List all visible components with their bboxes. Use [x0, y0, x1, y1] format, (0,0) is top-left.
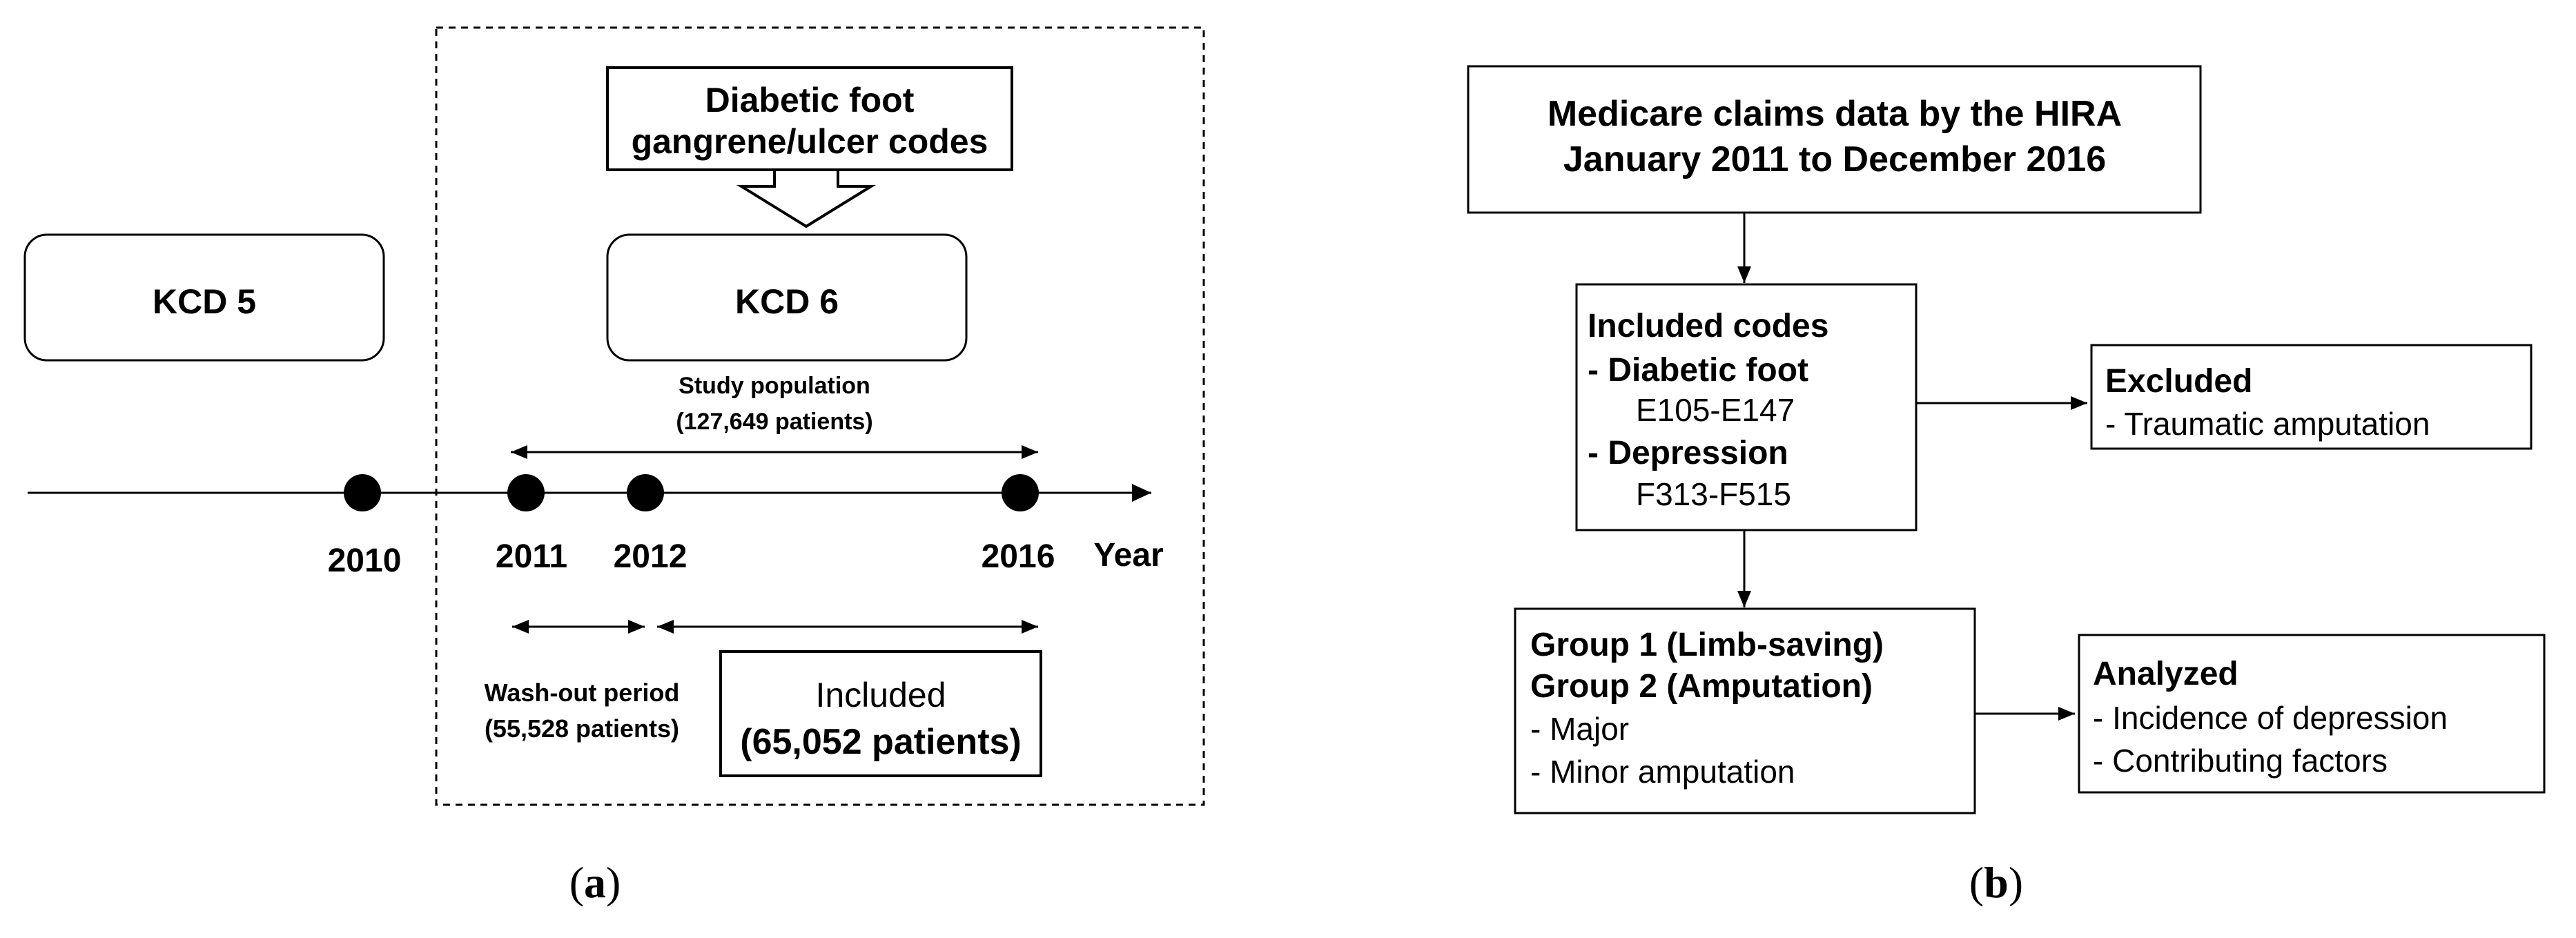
caption-a: (a) [569, 858, 621, 907]
included-label: Included [815, 676, 946, 714]
excluded-title: Excluded [2105, 363, 2252, 400]
groups-box [1514, 607, 1976, 814]
contributing-factors-item: - Contributing factors [2093, 743, 2388, 779]
diabetic-foot-item: - Diabetic foot [1588, 352, 1808, 389]
timeline-dot-2016 [1002, 474, 1039, 511]
timeline-dot-2011 [507, 474, 545, 511]
major-item: - Major [1530, 711, 1629, 747]
panel-b: Medicare claims data by the HIRA January… [1467, 65, 2546, 907]
panel-a: Diabetic foot gangrene/ulcer codes KCD 5… [23, 26, 1205, 907]
codes-box-line1: Diabetic foot [705, 81, 915, 119]
kcd6-label: KCD 6 [735, 282, 839, 321]
washout-label: Wash-out period [485, 678, 680, 707]
kcd5-box [23, 233, 385, 362]
included-codes-title: Included codes [1588, 308, 1828, 344]
excluded-item: - Traumatic amputation [2105, 406, 2430, 442]
included-box [719, 650, 1042, 777]
depression-codes: F313-F515 [1636, 476, 1791, 512]
group1-label: Group 1 (Limb-saving) [1530, 627, 1884, 663]
diabetic-foot-codes: E105-E147 [1636, 392, 1795, 428]
source-box-line2: January 2011 to December 2016 [1563, 139, 2106, 179]
washout-count: (55,528 patients) [485, 714, 679, 743]
group2-label: Group 2 (Amputation) [1530, 668, 1873, 705]
study-population-label: Study population [679, 373, 870, 399]
kcd5-label: KCD 5 [153, 282, 256, 321]
source-box [1467, 65, 2202, 214]
timeline-dot-2012 [627, 474, 664, 511]
caption-b: (b) [1969, 858, 2023, 907]
minor-amputation-item: - Minor amputation [1530, 754, 1795, 790]
source-box-line1: Medicare claims data by the HIRA [1548, 94, 2122, 134]
hollow-down-arrow [736, 168, 877, 228]
incidence-item: - Incidence of depression [2093, 700, 2448, 736]
analyzed-title: Analyzed [2093, 656, 2238, 692]
depression-item: - Depression [1588, 435, 1788, 471]
axis-label-year: Year [1093, 537, 1163, 574]
year-label-2010: 2010 [328, 543, 402, 579]
year-label-2016: 2016 [982, 538, 1055, 575]
kcd6-box [606, 233, 968, 362]
codes-box-line2: gangrene/ulcer codes [632, 122, 988, 161]
analyzed-box [2078, 634, 2546, 794]
included-count: (65,052 patients) [740, 722, 1022, 762]
excluded-box [2090, 344, 2533, 450]
timeline-dot-2010 [344, 474, 381, 511]
included-codes-box [1575, 283, 1918, 531]
study-population-count: (127,649 patients) [676, 409, 872, 435]
year-label-2011: 2011 [496, 538, 567, 575]
study-window-frame [435, 26, 1205, 806]
year-label-2012: 2012 [614, 538, 687, 575]
